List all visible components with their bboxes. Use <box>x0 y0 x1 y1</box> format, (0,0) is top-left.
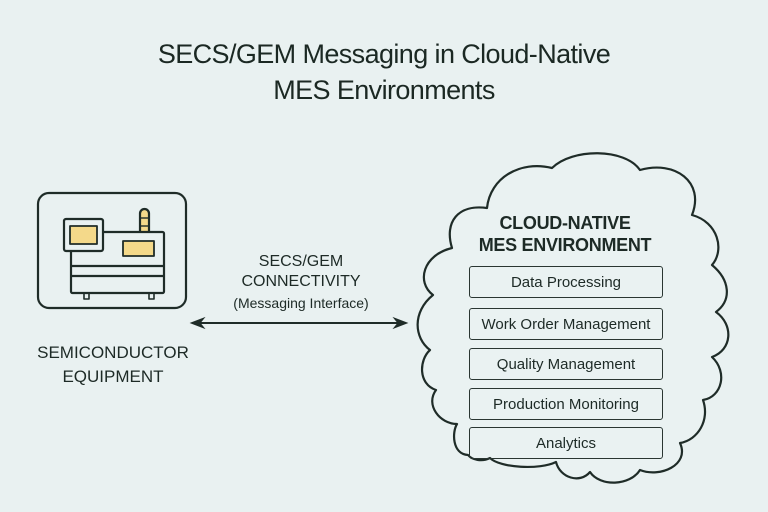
cloud-title: CLOUD-NATIVE MES ENVIRONMENT <box>455 212 675 256</box>
equipment-frame <box>36 191 188 310</box>
module-production-monitoring: Production Monitoring <box>469 388 663 420</box>
equipment-label: SEMICONDUCTOR EQUIPMENT <box>28 341 198 389</box>
control-screen <box>69 225 98 245</box>
module-data-processing: Data Processing <box>469 266 663 298</box>
cloud-outline <box>416 152 730 484</box>
cloud-title-line-1: CLOUD-NATIVE <box>499 213 631 233</box>
title-line-2: MES Environments <box>273 75 495 105</box>
connectivity-label-line-2: CONNECTIVITY <box>241 273 361 290</box>
title-line-1: SECS/GEM Messaging in Cloud-Native <box>157 39 611 69</box>
arrow-head-left <box>189 316 206 330</box>
status-display <box>122 240 155 257</box>
semiconductor-equipment-icon <box>36 191 188 310</box>
cloud-title-line-2: MES ENVIRONMENT <box>478 235 652 255</box>
connectivity-label: SECS/GEM CONNECTIVITY (Messaging Interfa… <box>196 252 406 313</box>
bidirectional-arrow <box>189 316 409 330</box>
equipment-label-line-2: EQUIPMENT <box>62 367 164 386</box>
machine-foot-left <box>83 292 90 300</box>
connectivity-label-line-1: SECS/GEM <box>258 253 344 270</box>
equipment-label-line-1: SEMICONDUCTOR <box>37 343 189 362</box>
module-work-order-management: Work Order Management <box>469 308 663 340</box>
connectivity-label-line-3: (Messaging Interface) <box>233 295 369 311</box>
module-quality-management: Quality Management <box>469 348 663 380</box>
machine-foot-right <box>148 292 155 300</box>
diagram-title: SECS/GEM Messaging in Cloud-Native MES E… <box>0 36 768 108</box>
module-analytics: Analytics <box>469 427 663 459</box>
arrow-head-right <box>392 316 409 330</box>
